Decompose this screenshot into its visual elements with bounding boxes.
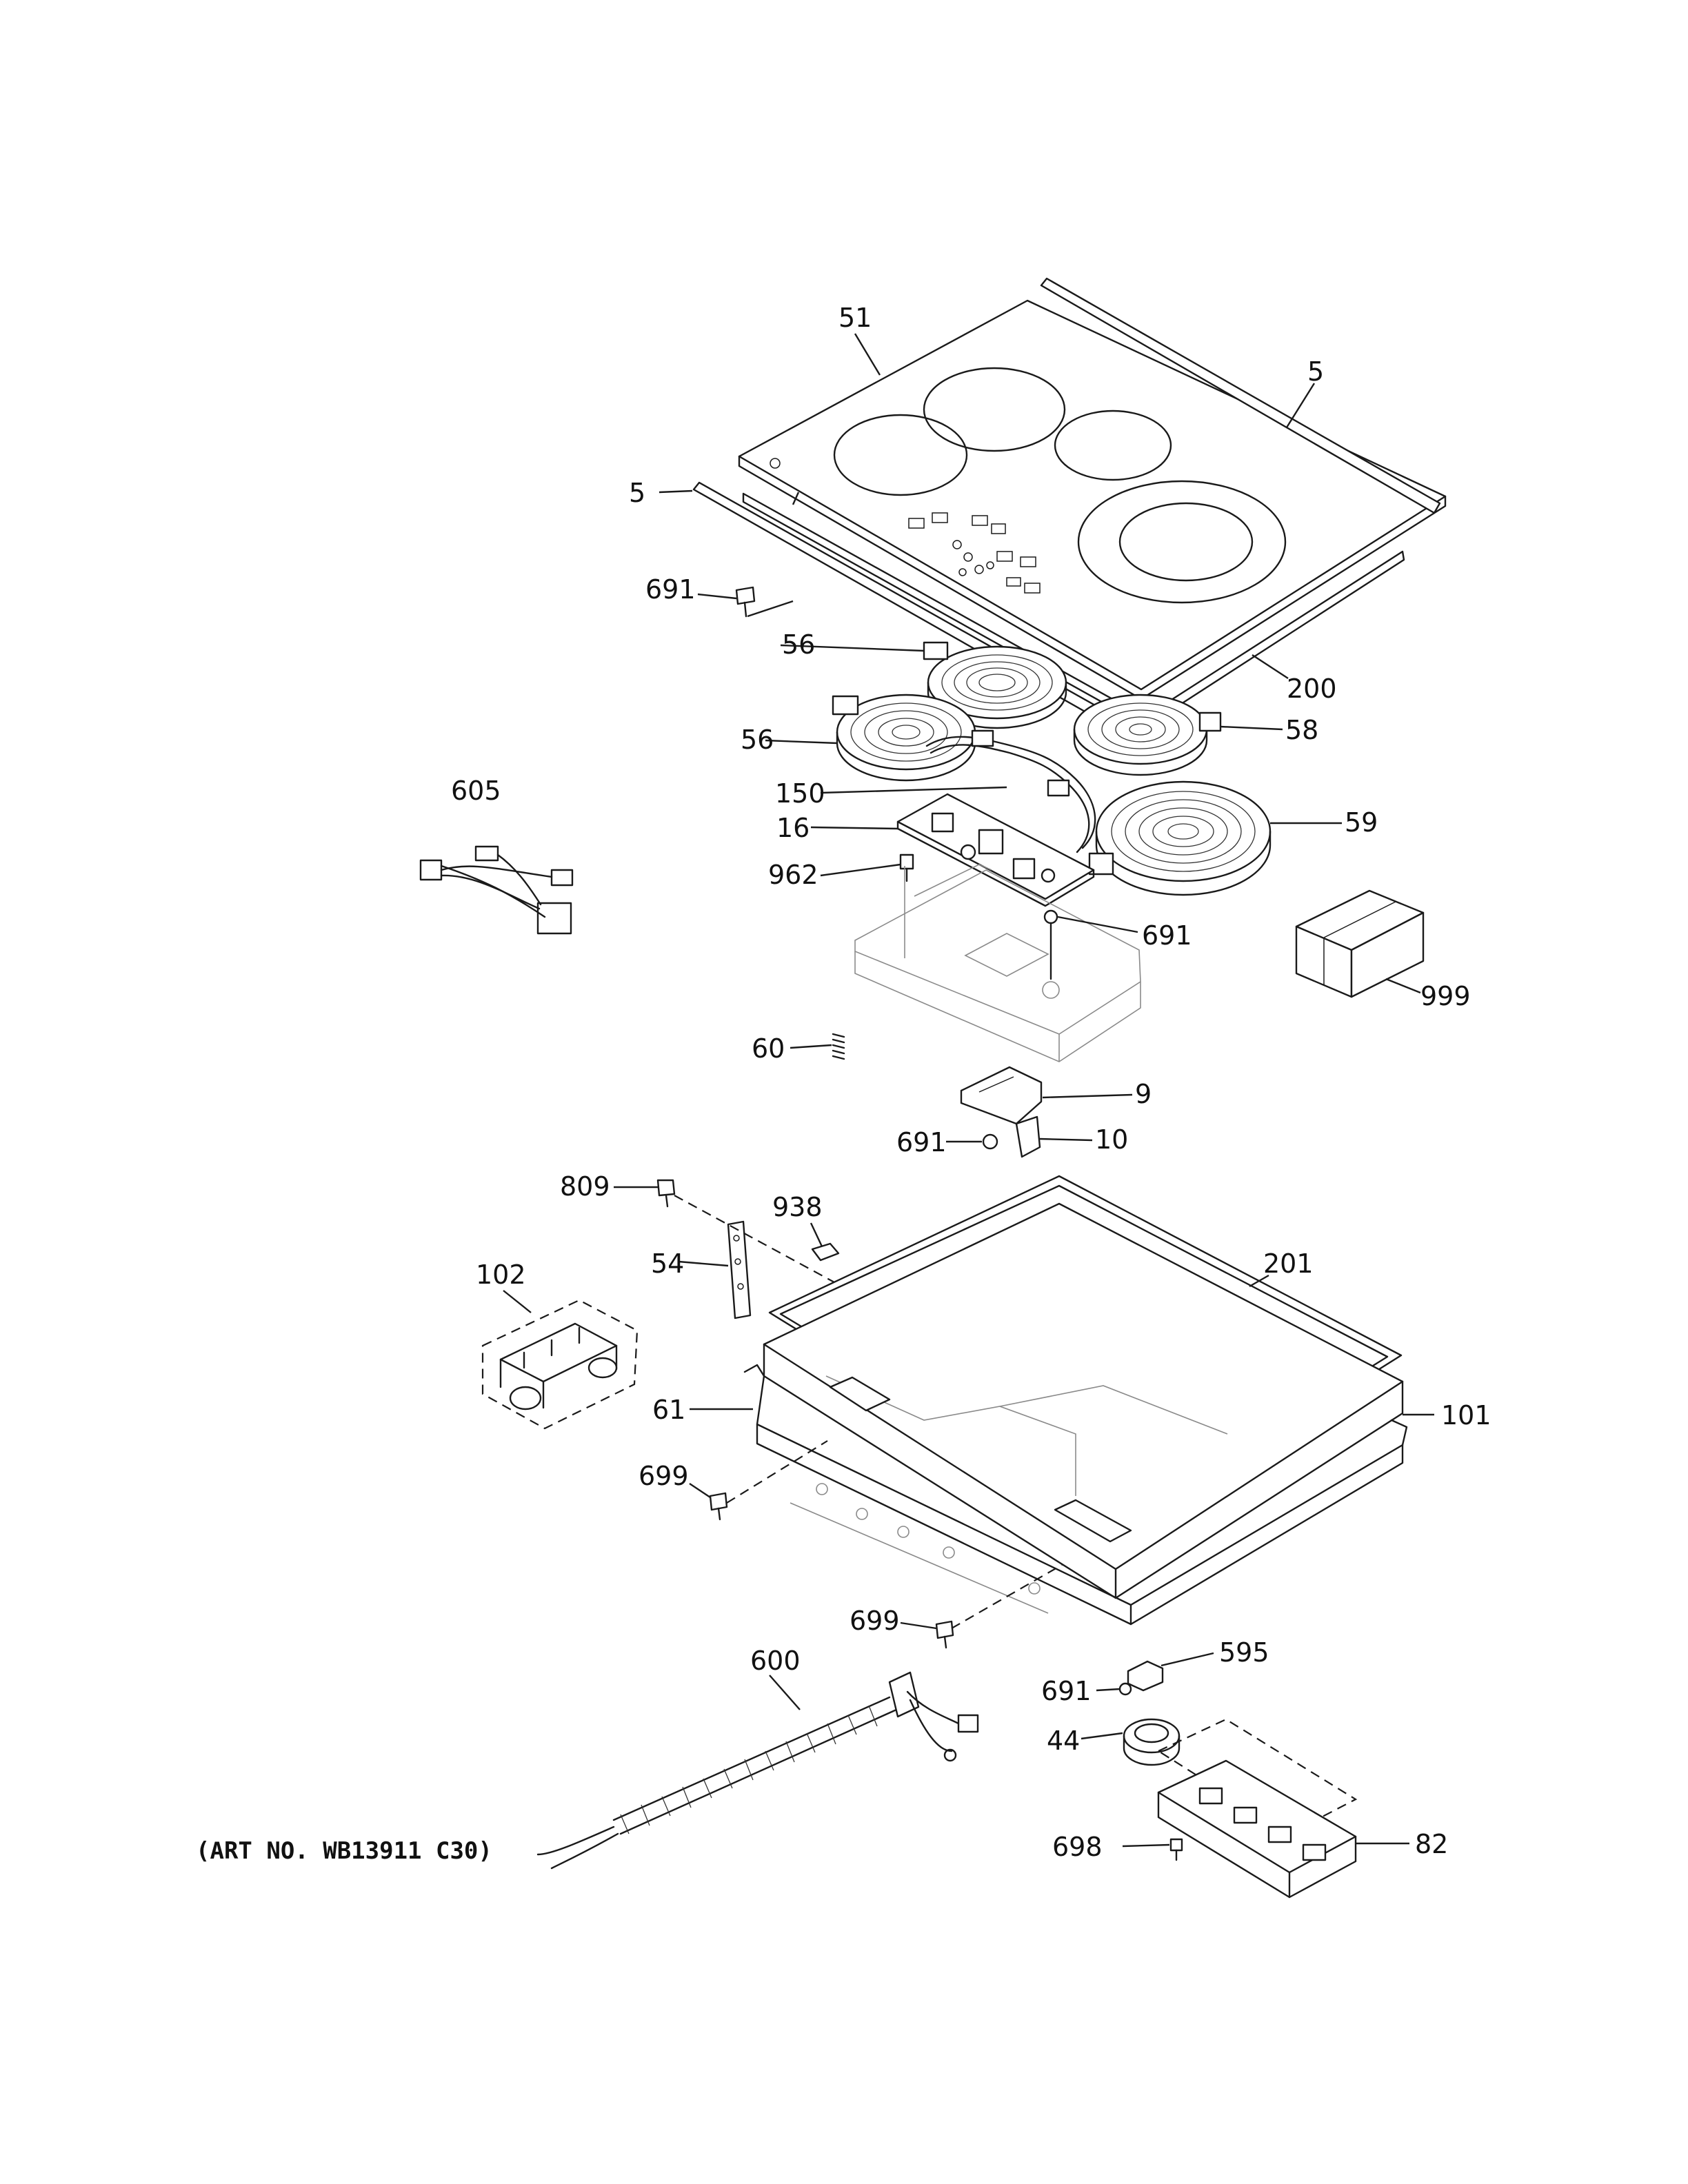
standoff-part-962 [899,853,914,882]
label-605: 605 [451,776,501,806]
label-101: 101 [1441,1400,1491,1430]
label-201: 201 [1263,1248,1314,1279]
label-691-low: 691 [896,1127,947,1157]
label-699-upper: 699 [639,1461,689,1491]
bracket-part-595 [1127,1660,1164,1692]
part-labels: 51 5 5 691 56 200 56 58 605 150 59 16 96… [451,303,1491,1862]
label-962: 962 [768,860,818,890]
label-999: 999 [1420,981,1471,1011]
wire-harness-part-605 [419,845,574,935]
radiant-element-part-59 [1088,780,1272,896]
bottom-pan-part-61 [743,1364,1408,1626]
control-board-part-16 [896,793,1095,907]
label-595: 595 [1219,1637,1269,1668]
label-10: 10 [1095,1124,1128,1155]
housing-part-9 [960,1066,1043,1125]
label-5-right: 5 [1307,356,1324,387]
label-809: 809 [560,1171,610,1202]
clip-part-938 [811,1242,840,1262]
label-56-lower: 56 [741,725,774,755]
label-691-top: 691 [645,574,696,605]
terminal-block-part-102 [481,1299,639,1430]
label-102: 102 [476,1260,526,1290]
label-200: 200 [1287,674,1337,704]
art-number-caption: (ART NO. WB13911 C30) [196,1837,492,1865]
nut-part-691-bottom [1118,1682,1132,1696]
bracket-part-54 [727,1220,752,1320]
screw-part-809 [656,1179,676,1208]
label-58: 58 [1285,715,1318,745]
label-698: 698 [1052,1832,1103,1862]
label-54: 54 [651,1248,684,1279]
screw-part-698 [1169,1838,1183,1861]
label-61: 61 [652,1395,685,1425]
label-51: 51 [838,303,872,333]
power-cord-part-600 [536,1671,979,1870]
label-44: 44 [1047,1726,1080,1756]
control-bracket-outline [854,864,1141,1062]
label-699-lower: 699 [850,1606,900,1636]
label-600: 600 [750,1646,801,1676]
glass-cooktop-part-51 [738,299,1447,700]
label-691-bottom: 691 [1041,1676,1092,1706]
leader-lines [503,333,1434,1848]
touch-control-graphics [908,512,1041,594]
grommet-part-44 [1123,1718,1180,1766]
screw-part-699-lower [935,1620,954,1649]
trim-strip-right-part-5 [1040,277,1441,514]
label-16: 16 [776,813,810,843]
screw-part-691-low [982,1133,998,1150]
screw-part-691-mid [1043,909,1058,980]
label-59: 59 [1345,807,1378,838]
label-150: 150 [775,778,825,809]
box-part-999 [1295,889,1425,998]
terminal-block-part-82 [1156,1718,1358,1899]
spring-part-60 [832,1033,845,1060]
label-691-mid: 691 [1142,920,1192,951]
label-82: 82 [1415,1829,1448,1859]
radiant-element-part-56-lower [832,694,976,782]
label-60: 60 [752,1033,785,1064]
radiant-element-part-58 [1073,694,1222,776]
wire-harness-part-150 [925,729,1096,853]
label-56-upper: 56 [782,629,815,660]
clip-part-10 [1015,1115,1041,1158]
label-938: 938 [772,1192,823,1222]
label-9: 9 [1135,1079,1152,1109]
label-5-left: 5 [629,478,645,508]
screw-part-699-upper [709,1492,728,1521]
screw-part-691-top [735,586,756,618]
